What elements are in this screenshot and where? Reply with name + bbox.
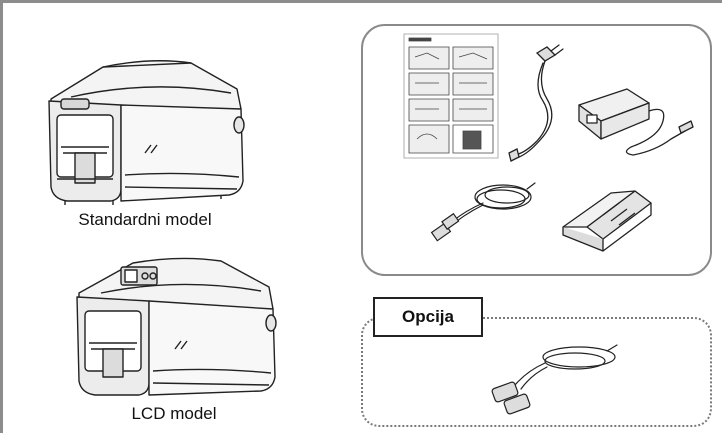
roll-holder-icon [557,183,659,253]
standard-model-caption: Standardni model [78,210,212,229]
option-label: Opcija [373,297,483,337]
optional-accessories-box [361,317,712,427]
power-cord-icon [507,43,573,163]
lcd-printer-illustration [69,253,283,403]
serial-cable-icon [487,341,621,421]
power-adapter-icon [575,81,693,161]
standard-printer-illustration [41,49,253,207]
lcd-model-caption: LCD model [131,404,217,423]
usb-cable-icon [423,175,539,251]
included-accessories-box [361,24,712,276]
quick-guide-icon [403,33,499,159]
